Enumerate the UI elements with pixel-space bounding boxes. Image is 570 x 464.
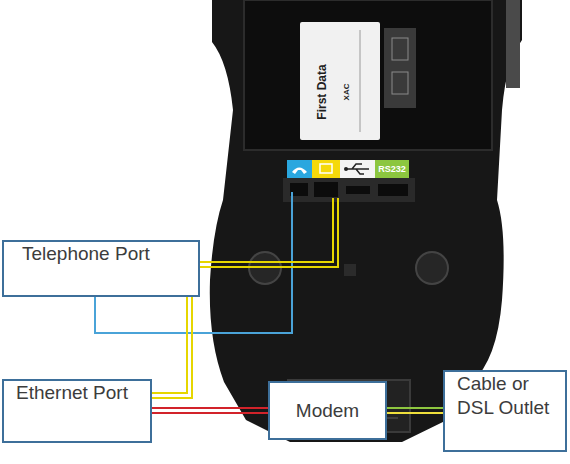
node-label: Modem (296, 399, 359, 423)
usb-icon (346, 164, 369, 174)
card-slot-mark (392, 38, 408, 60)
terminal-edge (506, 0, 520, 88)
cable-strand (152, 407, 268, 409)
card-slot (384, 28, 416, 108)
ethernet-socket (314, 182, 338, 197)
cable-strand (152, 412, 268, 414)
port-row (283, 178, 415, 202)
usb-socket (346, 186, 370, 194)
port-callout-box: Ethernet Port (2, 379, 152, 443)
telephone-port-tag (287, 160, 312, 178)
usb-icon-dot (344, 167, 348, 171)
port-name: RS232 (378, 164, 406, 174)
sample-sticker (300, 22, 380, 140)
outlet-box: Cable or DSL Outlet (443, 370, 567, 452)
battery-recess (244, 0, 492, 150)
rubber-foot (416, 252, 448, 284)
serial-socket (378, 184, 408, 196)
node-label: Cable or DSL Outlet (457, 372, 559, 420)
telephone-icon (292, 168, 307, 175)
node-label: Ethernet Port (16, 381, 128, 405)
cable-strand (387, 412, 443, 414)
card-slot-mark (392, 72, 408, 94)
maker-label: XAC (342, 84, 351, 101)
sticker-rule (360, 30, 361, 132)
ethernet-leader (152, 198, 338, 398)
brand-label: First Data (315, 64, 329, 119)
ethernet-icon (320, 164, 332, 173)
cable-strand (387, 407, 443, 409)
device-box: Modem (268, 381, 387, 440)
screw-plate (344, 264, 356, 276)
port-callout-box: Telephone Port (2, 240, 200, 297)
ethernet-cable (152, 408, 268, 413)
ethernet-port-tag (312, 160, 340, 178)
serial-port-tag (375, 160, 409, 178)
broadband-cable (387, 408, 443, 413)
node-label: Telephone Port (22, 242, 150, 266)
usb-port-tag (340, 160, 375, 178)
